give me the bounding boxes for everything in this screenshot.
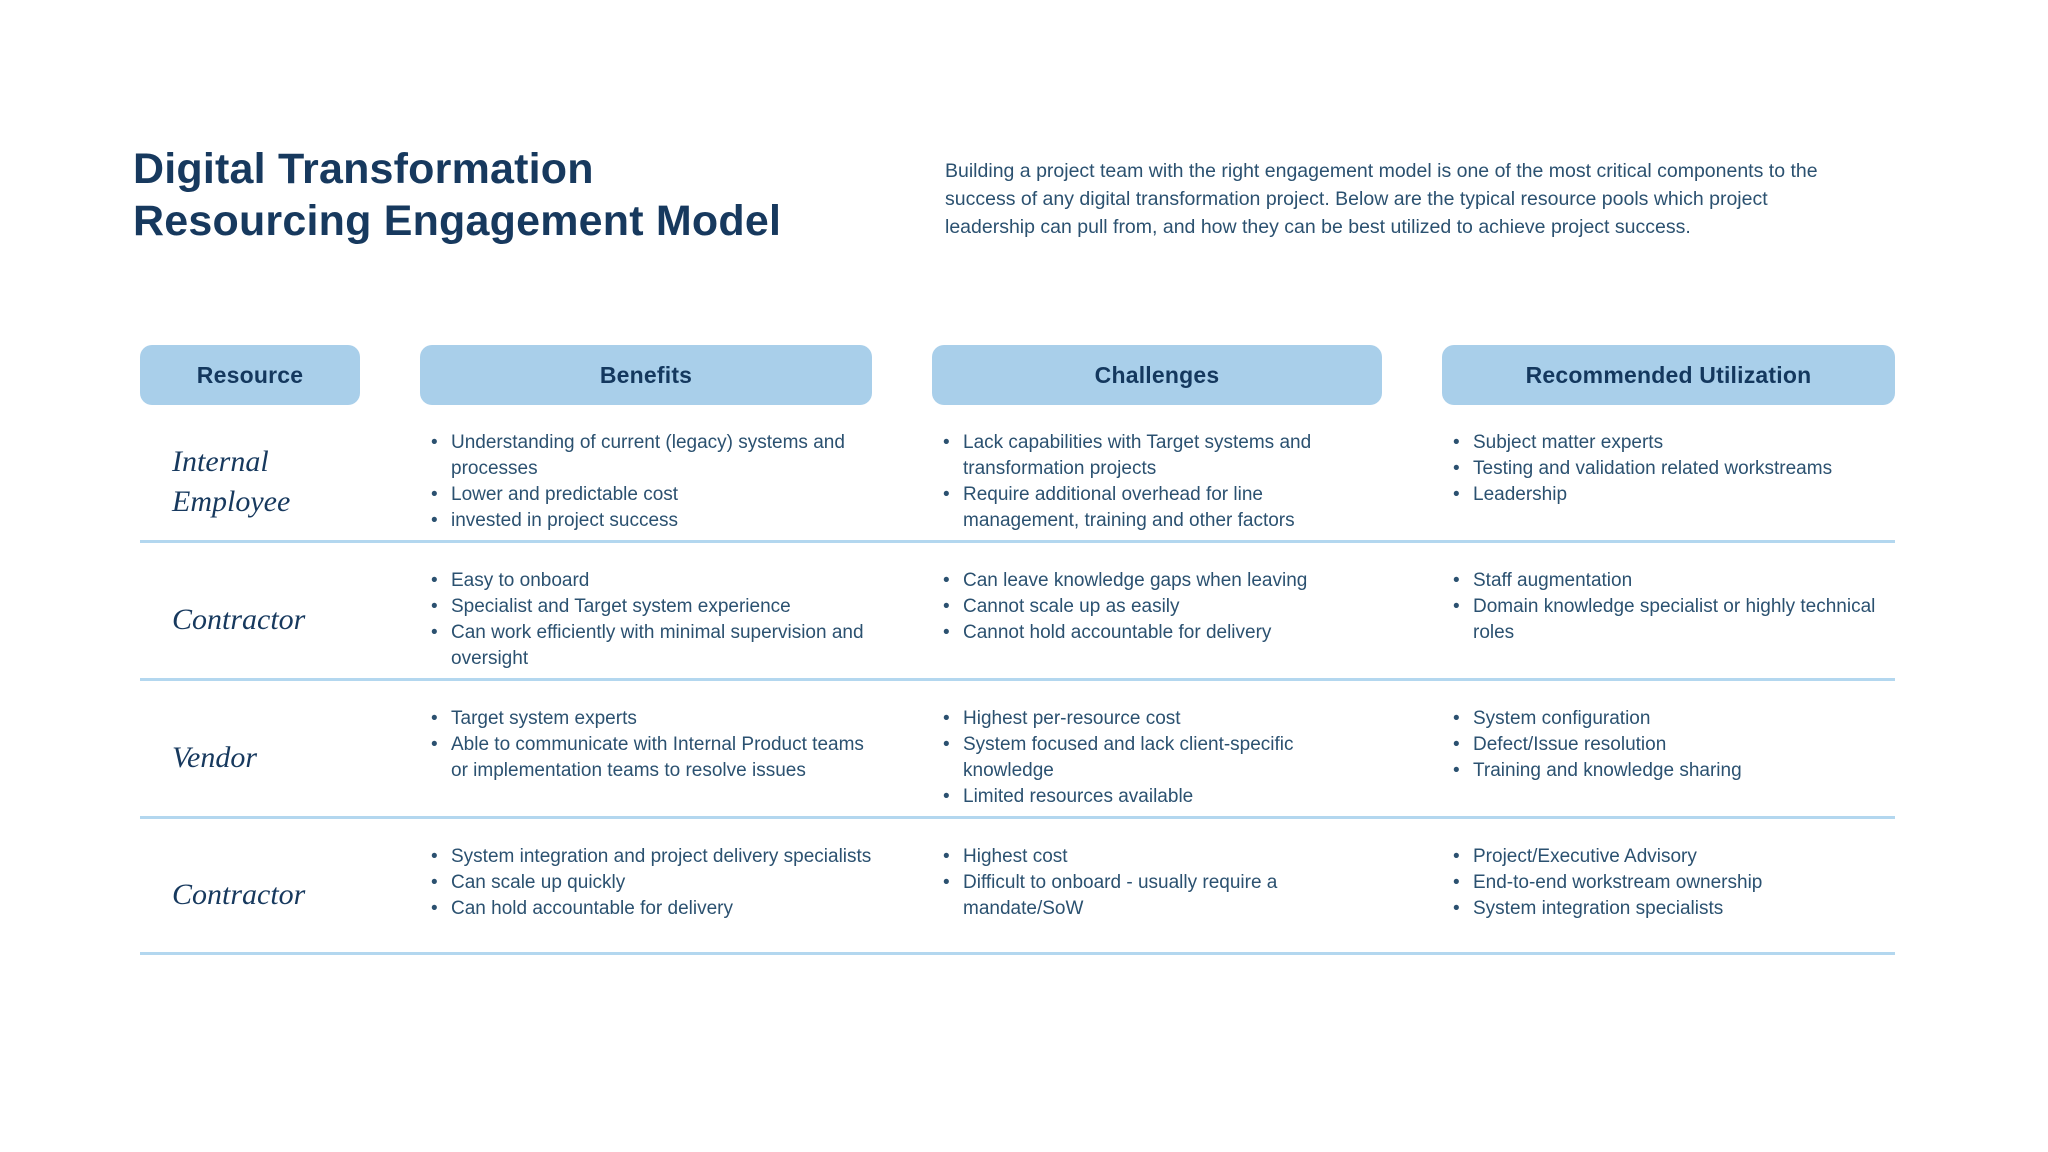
page-title-line2: Resourcing Engagement Model (133, 197, 782, 245)
bullet-item: Highest cost (932, 844, 1382, 870)
bullet-item: Subject matter experts (1442, 430, 1895, 456)
bullet-item: Testing and validation related workstrea… (1442, 456, 1895, 482)
bullet-item: System focused and lack client-specific … (932, 732, 1382, 784)
column-header-challenges: Challenges (932, 345, 1382, 405)
column-header-resource: Resource (140, 345, 360, 405)
table-row-vendor: Vendor Target system expertsAble to comm… (140, 681, 1895, 819)
utilization-list: Staff augmentationDomain knowledge speci… (1442, 568, 1895, 646)
bullet-item: Cannot scale up as easily (932, 594, 1382, 620)
bullet-item: Domain knowledge specialist or highly te… (1442, 594, 1895, 646)
resource-label: Vendor (172, 741, 257, 774)
engagement-model-table: Resource Benefits Challenges Recommended… (140, 345, 1895, 955)
intro-paragraph: Building a project team with the right e… (945, 160, 1818, 238)
utilization-list: Project/Executive AdvisoryEnd-to-end wor… (1442, 844, 1895, 922)
bullet-item: Able to communicate with Internal Produc… (420, 732, 872, 784)
bullet-item: Highest per-resource cost (932, 706, 1382, 732)
bullet-item: End-to-end workstream ownership (1442, 870, 1895, 896)
bullet-item: System integration and project delivery … (420, 844, 872, 870)
bullet-item: Can leave knowledge gaps when leaving (932, 568, 1382, 594)
bullet-item: Training and knowledge sharing (1442, 758, 1895, 784)
bullet-item: Defect/Issue resolution (1442, 732, 1895, 758)
challenges-list: Can leave knowledge gaps when leavingCan… (932, 568, 1382, 646)
challenges-list: Highest costDifficult to onboard - usual… (932, 844, 1382, 922)
column-header-benefits: Benefits (420, 345, 872, 405)
bullet-item: Easy to onboard (420, 568, 872, 594)
benefits-list: Easy to onboardSpecialist and Target sys… (420, 568, 872, 672)
bullet-item: Staff augmentation (1442, 568, 1895, 594)
challenges-list: Highest per-resource costSystem focused … (932, 706, 1382, 810)
bullet-item: Cannot hold accountable for delivery (932, 620, 1382, 646)
utilization-list: System configurationDefect/Issue resolut… (1442, 706, 1895, 784)
bullet-item: invested in project success (420, 508, 872, 534)
bullet-item: System configuration (1442, 706, 1895, 732)
resource-label: Internal Employee (172, 445, 291, 518)
bullet-item: System integration specialists (1442, 896, 1895, 922)
bullet-item: Understanding of current (legacy) system… (420, 430, 872, 482)
bullet-item: Require additional overhead for line man… (932, 482, 1382, 534)
bullet-item: Lower and predictable cost (420, 482, 872, 508)
bullet-item: Difficult to onboard - usually require a… (932, 870, 1382, 922)
page-title-line1: Digital Transformation (133, 145, 594, 193)
bullet-item: Specialist and Target system experience (420, 594, 872, 620)
bullet-item: Leadership (1442, 482, 1895, 508)
table-header-row: Resource Benefits Challenges Recommended… (140, 345, 1895, 405)
page-title: Digital Transformation Resourcing Engage… (133, 143, 781, 247)
bullet-item: Lack capabilities with Target systems an… (932, 430, 1382, 482)
resource-label: Contractor (172, 603, 306, 636)
bullet-item: Can scale up quickly (420, 870, 872, 896)
bullet-item: Limited resources available (932, 784, 1382, 810)
table-row-contractor-1: Contractor Easy to onboardSpecialist and… (140, 543, 1895, 681)
benefits-list: Understanding of current (legacy) system… (420, 430, 872, 534)
column-header-recommended-utilization: Recommended Utilization (1442, 345, 1895, 405)
bullet-item: Can hold accountable for delivery (420, 896, 872, 922)
resource-label: Contractor (172, 878, 306, 911)
table-row-contractor-2: Contractor System integration and projec… (140, 819, 1895, 955)
table-row-internal-employee: Internal Employee Understanding of curre… (140, 405, 1895, 543)
bullet-item: Project/Executive Advisory (1442, 844, 1895, 870)
challenges-list: Lack capabilities with Target systems an… (932, 430, 1382, 534)
bullet-item: Can work efficiently with minimal superv… (420, 620, 872, 672)
benefits-list: System integration and project delivery … (420, 844, 872, 922)
benefits-list: Target system expertsAble to communicate… (420, 706, 872, 784)
bullet-item: Target system experts (420, 706, 872, 732)
utilization-list: Subject matter expertsTesting and valida… (1442, 430, 1895, 508)
